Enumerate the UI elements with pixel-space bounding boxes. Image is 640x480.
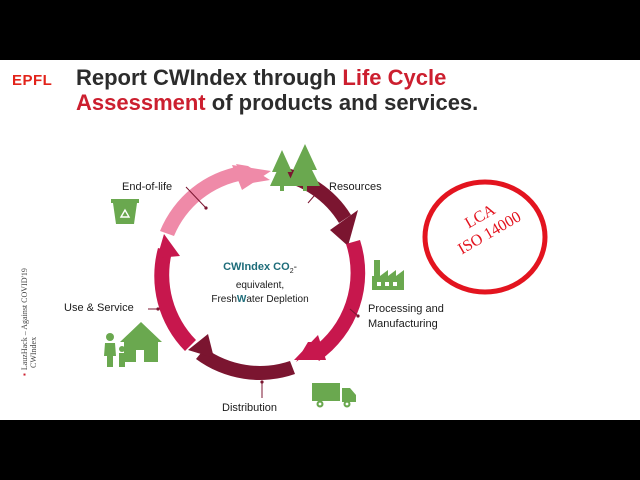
cycle-segment-distribution	[196, 348, 295, 381]
cycle-segment-end-of-life	[160, 166, 244, 236]
title-highlight-1: Life Cycle	[342, 65, 447, 90]
lca-stamp-circle	[422, 179, 548, 295]
slide-title: Report CWIndex through Life Cycle Assess…	[76, 65, 616, 115]
center-dash: -	[293, 262, 297, 273]
cycle-arrow-crimson-2	[157, 234, 180, 258]
cycle-arrowhead-crimson	[294, 335, 326, 360]
label-resources: Resources	[329, 181, 382, 193]
center-fresh: Fresh	[211, 294, 237, 305]
cycle-segment-use	[154, 248, 196, 351]
label-distribution: Distribution	[222, 402, 278, 414]
center-label: CWIndex CO2- equivalent, FreshWater Depl…	[196, 260, 324, 307]
cycle-segment-processing	[311, 240, 366, 361]
factory-icon	[372, 260, 404, 290]
center-line-2: equivalent,	[235, 280, 285, 291]
label-processing: Processing and Manufacturing	[368, 302, 444, 332]
leader-processing	[349, 308, 360, 318]
life-cycle-diagram	[104, 144, 548, 408]
trees-icon	[270, 144, 320, 191]
label-processing-line-2: Manufacturing	[368, 318, 438, 330]
center-brand: CWIndex C	[223, 261, 282, 273]
recycle-bin-icon	[111, 199, 139, 224]
truck-icon	[312, 383, 356, 408]
label-use-service: Use & Service	[64, 302, 134, 314]
cycle-arrow-maroon-1	[330, 210, 358, 246]
center-ater: ater Depletion	[246, 294, 309, 305]
center-co2-sub: 2	[289, 268, 294, 275]
leader-end-of-life	[185, 186, 208, 210]
letterbox-bottom	[0, 420, 640, 480]
leader-resources	[307, 187, 322, 204]
title-part-2: of products and services.	[205, 90, 479, 115]
title-part-1: Report CWIndex through	[76, 65, 343, 90]
slide: EPFL Report CWIndex through Life Cycle A…	[0, 60, 640, 420]
title-highlight-2: Assessment	[76, 90, 206, 115]
cycle-arrow-pink	[232, 165, 271, 190]
center-co2-o: O	[281, 261, 290, 273]
epfl-logo: EPFL	[12, 72, 53, 89]
cycle-arrow-maroon-2	[188, 334, 214, 358]
letterbox-top	[0, 0, 640, 60]
label-processing-line-1: Processing and	[368, 303, 444, 315]
family-house-icon	[104, 322, 162, 367]
label-end-of-life: End-of-life	[122, 181, 173, 193]
center-w: W	[236, 294, 247, 305]
